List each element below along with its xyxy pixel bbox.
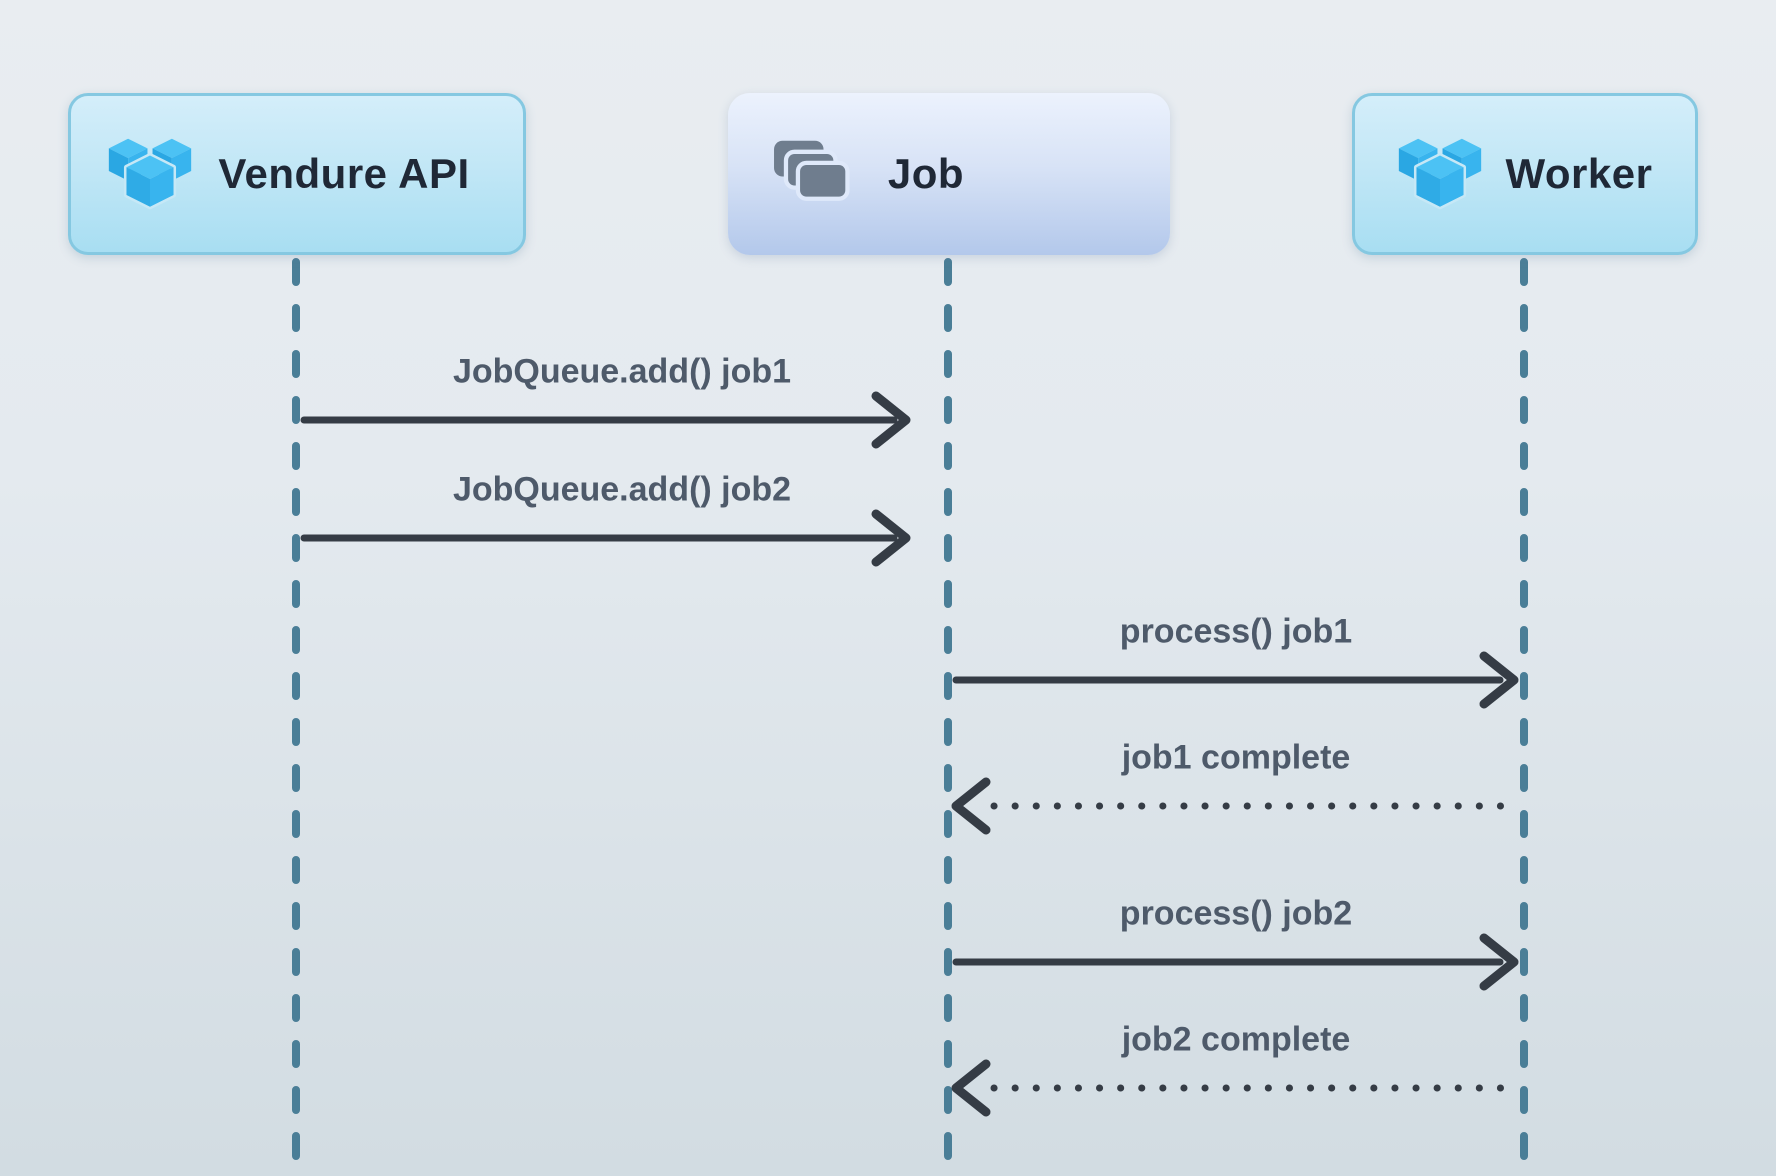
stacked-cards-icon (773, 140, 850, 201)
cube-front (124, 153, 177, 210)
actor-worker: Worker (1352, 93, 1698, 255)
message-label-jobqueue-add-job2: JobQueue.add() job2 (452, 470, 792, 509)
message-label-jobqueue-add-job1: JobQueue.add() job1 (452, 352, 792, 391)
message-label-job2-complete: job2 complete (1121, 1020, 1351, 1059)
arrow-process-job1 (952, 651, 1519, 709)
actor-vendure-api: Vendure API (68, 93, 526, 255)
message-label-job1-complete: job1 complete (1121, 738, 1351, 777)
arrow-jobqueue-add-job1 (300, 391, 911, 449)
arrow-job2-complete (951, 1059, 1506, 1117)
actor-job: Job (728, 93, 1170, 255)
actor-label-vendure-api: Vendure API (218, 150, 470, 197)
lifelines (292, 258, 1528, 1176)
actor-label-job: Job (887, 150, 965, 197)
arrow-jobqueue-add-job2 (300, 509, 911, 567)
vendure-cubes-icon (1398, 138, 1481, 210)
dotted-arrows (951, 777, 1506, 1117)
arrow-job1-complete (951, 777, 1506, 835)
message-label-process-job1: process() job1 (1119, 612, 1353, 651)
actor-label-worker: Worker (1505, 150, 1653, 197)
vendure-cubes-icon (109, 138, 192, 210)
solid-arrows (300, 391, 1519, 991)
arrow-process-job2 (952, 933, 1519, 991)
message-label-process-job2: process() job2 (1119, 894, 1353, 933)
cube-front (1413, 153, 1466, 210)
